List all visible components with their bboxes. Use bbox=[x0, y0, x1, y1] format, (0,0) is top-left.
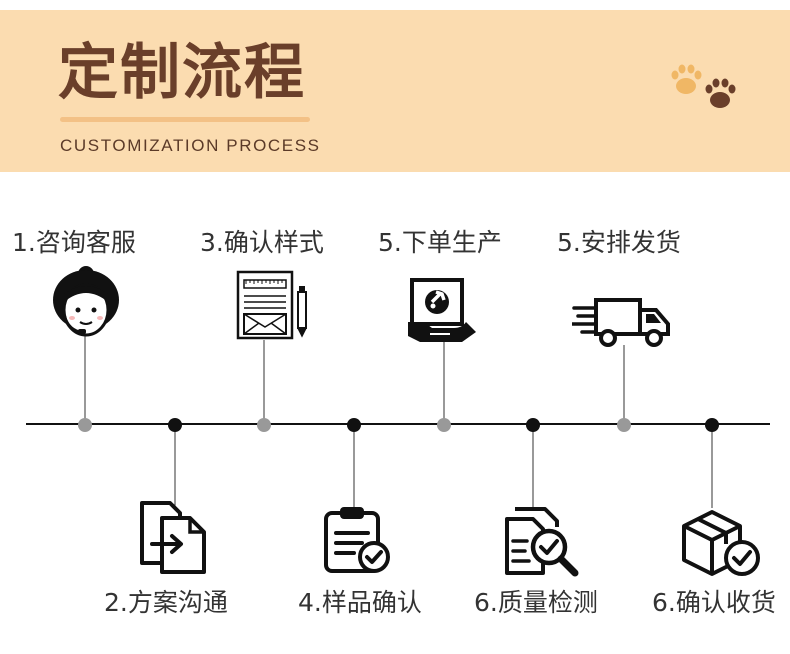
paw-prints-icon bbox=[671, 64, 736, 108]
header-banner: 定制流程 CUSTOMIZATION PROCESS bbox=[0, 10, 790, 172]
timeline-dot-5b bbox=[617, 418, 631, 432]
timeline-dot-2 bbox=[168, 418, 182, 432]
page-subtitle: CUSTOMIZATION PROCESS bbox=[60, 136, 321, 155]
delivery-truck-icon bbox=[572, 298, 670, 347]
step-label-4: 4.样品确认 bbox=[298, 588, 422, 617]
step-label-1: 1.咨询客服 bbox=[12, 228, 136, 257]
timeline-dot-1 bbox=[78, 418, 92, 432]
design-sheet-icon bbox=[236, 270, 307, 340]
timeline-dot-6b bbox=[705, 418, 719, 432]
timeline-dot-6a bbox=[526, 418, 540, 432]
step-label-5b: 5.安排发货 bbox=[557, 228, 681, 257]
step-label-6a: 6.质量检测 bbox=[474, 588, 598, 617]
clipboard-check-icon bbox=[324, 507, 390, 573]
title-underline bbox=[60, 117, 310, 122]
production-icon bbox=[408, 278, 476, 342]
step-label-6b: 6.确认收货 bbox=[652, 588, 776, 617]
timeline-dot-4 bbox=[347, 418, 361, 432]
step-label-2: 2.方案沟通 bbox=[104, 588, 228, 617]
timeline-dot-3 bbox=[257, 418, 271, 432]
step-label-3: 3.确认样式 bbox=[200, 228, 324, 257]
quality-inspection-icon bbox=[505, 507, 579, 577]
timeline-dot-5a bbox=[437, 418, 451, 432]
package-received-icon bbox=[682, 510, 760, 576]
page-title: 定制流程 bbox=[58, 38, 306, 108]
customer-service-icon bbox=[53, 266, 119, 337]
step-label-5a: 5.下单生产 bbox=[378, 228, 502, 257]
document-transfer-icon bbox=[140, 501, 206, 574]
